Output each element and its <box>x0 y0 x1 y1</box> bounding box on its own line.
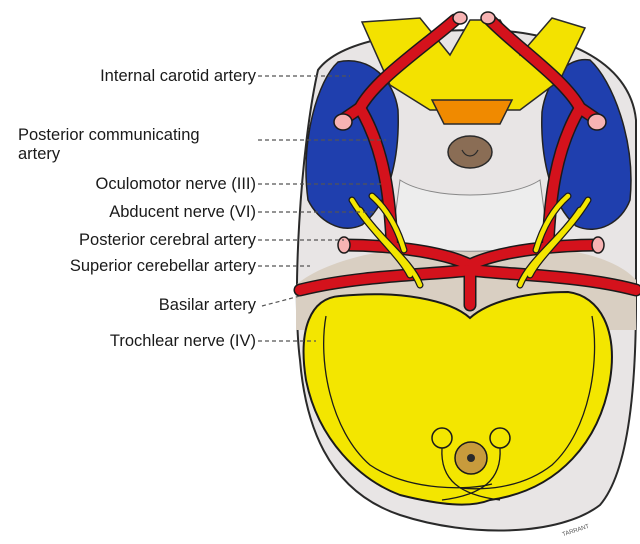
label-abducent-nerve: Abducent nerve (VI) <box>109 203 256 221</box>
tuber-cinereum <box>448 136 492 168</box>
label-superior-cerebellar-artery: Superior cerebellar artery <box>70 257 256 275</box>
label-posterior-communicating-line2: artery <box>18 145 200 164</box>
label-posterior-communicating-line1: Posterior communicating <box>18 126 200 145</box>
label-internal-carotid-artery: Internal carotid artery <box>100 67 256 85</box>
label-posterior-communicating-artery: Posterior communicating artery <box>18 126 200 164</box>
label-basilar-artery: Basilar artery <box>159 296 256 314</box>
label-trochlear-nerve: Trochlear nerve (IV) <box>110 332 256 350</box>
pituitary-stalk <box>432 100 512 124</box>
label-oculomotor-nerve: Oculomotor nerve (III) <box>96 175 256 193</box>
label-posterior-cerebral-artery: Posterior cerebral artery <box>79 231 256 249</box>
